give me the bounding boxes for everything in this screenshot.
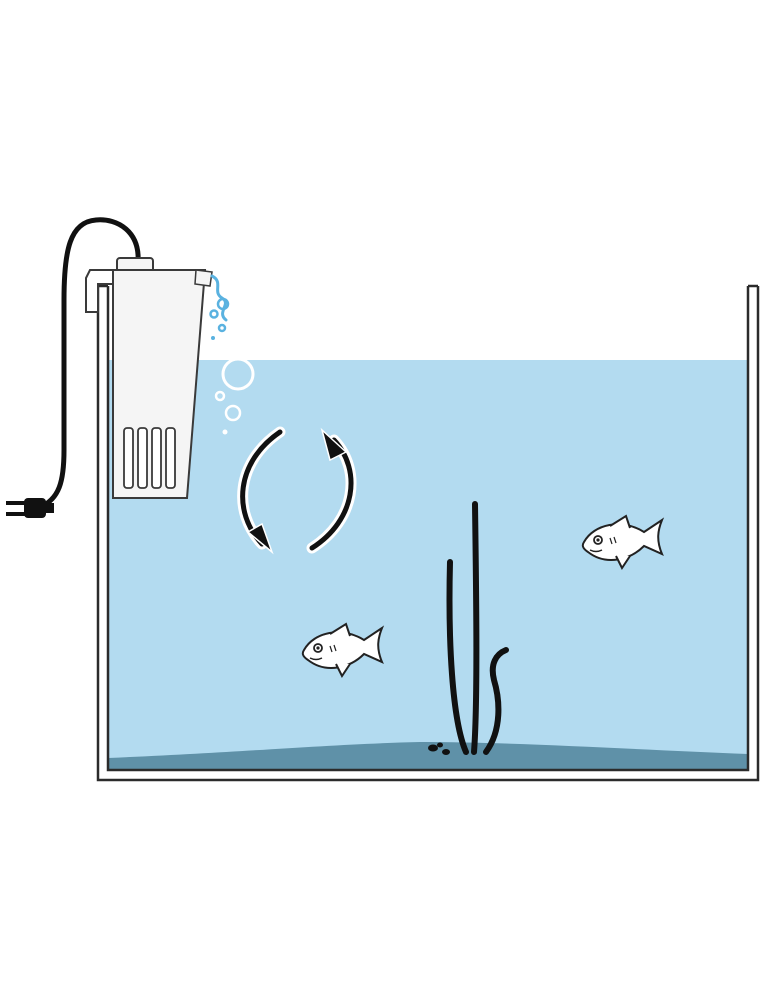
tank [96, 284, 760, 782]
water-body [108, 360, 748, 770]
fish-icon [581, 514, 665, 570]
bubbles-icon [214, 357, 255, 435]
circulation-arrows-icon [237, 426, 357, 555]
power-plug-icon [6, 498, 54, 518]
fish-icon [301, 622, 385, 678]
filter-intake-slots [123, 427, 176, 489]
plant-icon [428, 501, 509, 755]
water-outflow-icon [209, 274, 230, 340]
substrate [108, 742, 748, 770]
filter-icon [85, 257, 213, 499]
power-cable [35, 217, 141, 511]
